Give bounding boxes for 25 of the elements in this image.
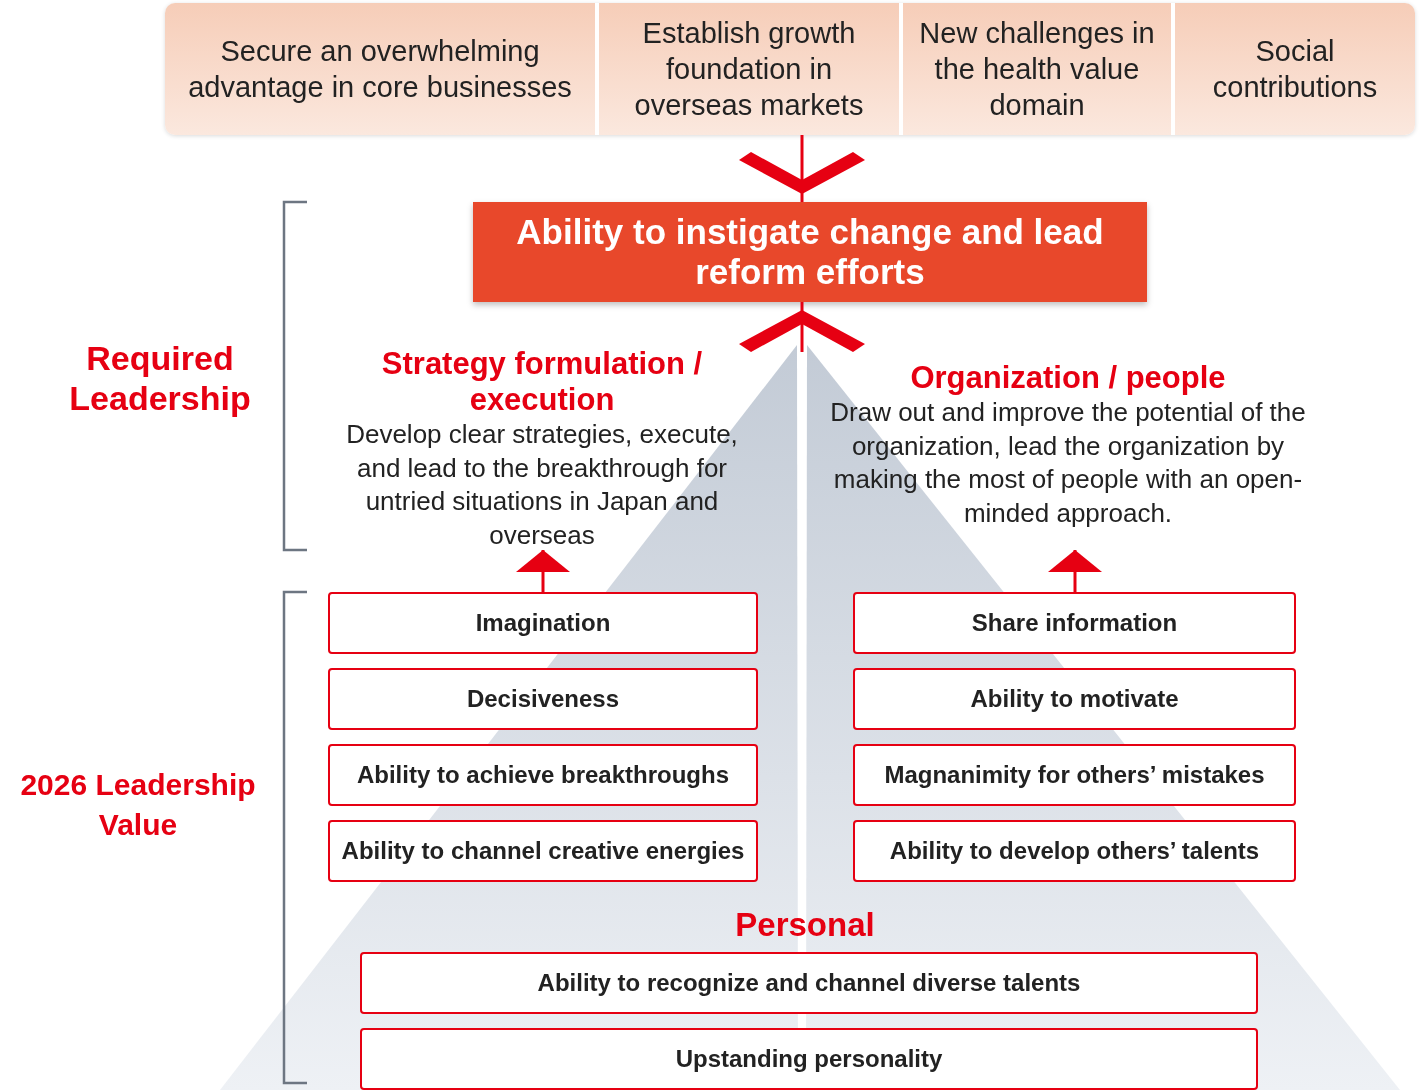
trait-box: Magnanimity for others’ mistakes bbox=[853, 744, 1296, 806]
trait-box: Ability to recognize and channel diverse talents bbox=[360, 952, 1258, 1014]
goal-text: Secure an overwhelming advantage in core businesses bbox=[165, 3, 595, 135]
triangle-arrow bbox=[516, 550, 570, 592]
goal-text: Establish growth foundation in overseas markets bbox=[595, 3, 899, 135]
trait-box: Ability to channel creative energies bbox=[328, 820, 758, 882]
goal-text: New challenges in the health value domain bbox=[899, 3, 1171, 135]
trait-box: Decisiveness bbox=[328, 668, 758, 730]
trait-box: Upstanding personality bbox=[360, 1028, 1258, 1090]
trait-box: Imagination bbox=[328, 592, 758, 654]
description: Develop clear strategies, execute, and lead to the breakthrough for untried situations in Japan and overseas bbox=[345, 418, 739, 552]
goal-text: Social contributions bbox=[1171, 3, 1415, 135]
description: Draw out and improve the potential of the organization, lead the organization by making the most of people with an open-minded approach. bbox=[829, 396, 1307, 530]
trait-box: Ability to develop others’ talents bbox=[853, 820, 1296, 882]
side-label: 2026 Leadership Value bbox=[19, 767, 257, 843]
section-heading: Personal bbox=[734, 905, 876, 945]
highlight-box: Ability to instigate change and lead reform efforts bbox=[473, 202, 1147, 302]
trait-box: Ability to motivate bbox=[853, 668, 1296, 730]
heading: Organization / people bbox=[909, 360, 1227, 396]
trait-box: Share information bbox=[853, 592, 1296, 654]
triangle-arrow bbox=[1048, 550, 1102, 592]
goal-banner bbox=[165, 3, 1415, 135]
side-label: Required Leadership bbox=[68, 338, 252, 418]
heading: Strategy formulation / execution bbox=[380, 346, 704, 418]
trait-box: Ability to achieve breakthroughs bbox=[328, 744, 758, 806]
